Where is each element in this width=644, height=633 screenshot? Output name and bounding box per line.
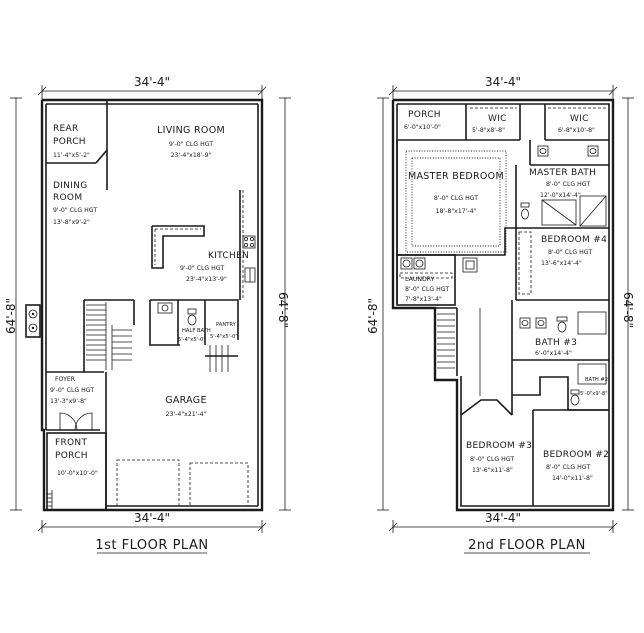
- rear-porch-size: 11'-4"x5'-2": [53, 152, 90, 159]
- laundry-size: 7'-8"x13'-4": [405, 296, 442, 303]
- first-floor-bottom-dimension: 34'-4": [37, 511, 267, 533]
- kitchen-island: [151, 225, 205, 269]
- garage-label: GARAGE: [165, 395, 207, 406]
- master-bedroom-size: 18'-8"x17'-4": [436, 208, 477, 215]
- rear-porch-label-1: REAR: [53, 124, 79, 134]
- second-floor-top-dimension: 34'-4": [388, 75, 618, 100]
- second-floor-bottom-dim-label: 34'-4": [485, 511, 521, 525]
- half-bath-label: HALF BATH: [182, 328, 211, 334]
- wic-left-size: 5'-8"x8'-8": [472, 127, 505, 134]
- first-floor-left-dimension: 64'-8": [4, 97, 22, 511]
- walk-in-closets: WIC 5'-8"x8'-8" WIC 6'-8"x10'-8": [466, 104, 609, 141]
- bath-3-area: BATH #3 6'-0"x14'-4": [511, 300, 609, 361]
- living-room-label: LIVING ROOM: [157, 125, 225, 136]
- kitchen-size: 23'-4"x13'-9": [186, 276, 227, 283]
- living-room-size: 23'-4"x18'-9": [171, 152, 212, 159]
- first-floor-bottom-dim-label: 34'-4": [134, 511, 170, 525]
- bedroom-3-ceiling: 8'-0" CLG HGT: [470, 456, 514, 463]
- foyer-label: FOYER: [55, 376, 76, 383]
- master-bath-label: MASTER BATH: [529, 168, 596, 178]
- bedroom-4-area: BEDROOM #4 8'-0" CLG HGT 13'-6"x14'-4": [515, 228, 609, 301]
- upper-porch-area: PORCH 6'-0"x10'-0": [397, 104, 467, 141]
- bath-2-size: 5'-0"x9'-8": [580, 391, 608, 397]
- pantry-size: 5'-4"x5'-0": [210, 334, 238, 340]
- second-floor-bottom-dimension: 34'-4": [388, 511, 618, 533]
- laundry-area: LAUNDRY 8'-0" CLG HGT 7'-8"x13'-4": [396, 254, 478, 306]
- laundry-label: LAUNDRY: [405, 276, 435, 283]
- first-floor-stairs: [83, 299, 135, 373]
- upper-porch-label: PORCH: [408, 110, 441, 120]
- front-porch-size: 10'-0"x10'-0": [57, 470, 98, 477]
- foyer-size: 13'-3"x9'-8": [50, 398, 87, 405]
- wic-left-label: WIC: [488, 114, 507, 124]
- bath-3-label: BATH #3: [535, 338, 577, 348]
- bath-2-label: BATH #2: [585, 377, 608, 383]
- first-floor-top-dim-label: 34'-4": [134, 75, 170, 89]
- rear-porch-label-2: PORCH: [53, 137, 86, 147]
- second-floor-right-dimension: 64'-8": [621, 97, 635, 511]
- first-floor-right-dimension: 64'-8": [276, 97, 291, 511]
- second-floor-left-dim-label: 64'-8": [366, 298, 380, 334]
- bedroom-4-label: BEDROOM #4: [541, 235, 607, 245]
- upper-porch-size: 6'-0"x10'-0": [404, 124, 441, 131]
- rear-porch-area: REAR PORCH 11'-4"x5'-2": [46, 124, 108, 164]
- front-porch-area: FRONT PORCH 10'-0"x10'-0": [46, 432, 107, 511]
- master-bedroom-area: MASTER BEDROOM 8'-0" CLG HGT 18'-8"x17'-…: [396, 140, 517, 256]
- front-porch-label-2: PORCH: [55, 451, 88, 461]
- kitchen-label: KITCHEN: [208, 251, 249, 261]
- first-floor-left-dim-label: 64'-8": [4, 298, 18, 334]
- bath-2-area: BATH #2 5'-0"x9'-8": [511, 360, 609, 411]
- bedroom-2-label: BEDROOM #2: [543, 450, 609, 460]
- kitchen-counter: [239, 190, 256, 300]
- bedroom-3-area: BEDROOM #3 8'-0" CLG HGT 13'-6"x11'-8": [460, 395, 534, 506]
- garage-size: 23'-4"x21'-4": [166, 411, 207, 418]
- master-bath-ceiling: 8'-0" CLG HGT: [546, 181, 590, 188]
- garage-doors: [106, 459, 258, 507]
- dining-room-label-2: ROOM: [53, 193, 82, 203]
- foyer-ceiling: 9'-0" CLG HGT: [50, 387, 94, 394]
- master-bath-area: MASTER BATH 8'-0" CLG HGT 12'-0"x14'-4": [516, 168, 609, 229]
- laundry-ceiling: 8'-0" CLG HGT: [405, 286, 449, 293]
- wic-right-size: 6'-8"x10'-8": [558, 127, 595, 134]
- bedroom-3-label: BEDROOM #3: [466, 441, 532, 451]
- second-floor-right-dim-label: 64'-8": [621, 292, 635, 328]
- first-floor-plan: 34'-4" 34'-4" 64'-8" 64'-8": [4, 75, 291, 554]
- bedroom-2-size: 14'-0"x11'-8": [552, 475, 593, 482]
- first-floor-top-dimension: 34'-4": [37, 75, 267, 100]
- half-bath-block: HALF BATH PANTRY 5'-4"x5'-0" 5'-4"x5'-0": [149, 299, 239, 346]
- master-bedroom-ceiling: 8'-0" CLG HGT: [434, 195, 478, 202]
- first-floor-exterior-walls: [40, 98, 264, 512]
- master-bath-vanity: [529, 140, 609, 166]
- entry-double-door: [46, 412, 100, 431]
- dining-room-label-1: DINING: [53, 181, 87, 191]
- first-floor-title: 1st FLOOR PLAN: [95, 538, 208, 553]
- bedroom-4-ceiling: 8'-0" CLG HGT: [548, 249, 592, 256]
- second-floor-plan: 34'-4" 34'-4" 64'-8" 64'-8": [366, 75, 635, 554]
- under-stair-size: 5'-4"x5'-0": [178, 337, 206, 343]
- master-bath-size: 12'-0"x14'-4": [540, 192, 581, 199]
- kitchen-ceiling: 9'-0" CLG HGT: [180, 265, 224, 272]
- second-floor-left-dimension: 64'-8": [366, 97, 389, 511]
- front-porch-label-1: FRONT: [55, 438, 87, 448]
- second-floor-stairs: [435, 307, 481, 396]
- bedroom-2-ceiling: 8'-0" CLG HGT: [546, 464, 590, 471]
- dining-room-ceiling: 9'-0" CLG HGT: [53, 207, 97, 214]
- bedroom-2-area: BEDROOM #2 8'-0" CLG HGT 14'-0"x11'-8": [533, 409, 609, 482]
- second-floor-top-dim-label: 34'-4": [485, 75, 521, 89]
- first-floor-right-dim-label: 64'-8": [276, 292, 290, 328]
- wic-right-label: WIC: [570, 114, 589, 124]
- second-floor-title: 2nd FLOOR PLAN: [468, 538, 586, 553]
- bedroom-4-size: 13'-6"x14'-4": [541, 260, 582, 267]
- pantry-label: PANTRY: [216, 322, 237, 328]
- utility-meters-icon: [25, 304, 41, 338]
- bedroom-3-size: 13'-6"x11'-8": [472, 467, 513, 474]
- dining-room-size: 13'-8"x9'-2": [53, 219, 90, 226]
- living-room-ceiling: 9'-0" CLG HGT: [169, 141, 213, 148]
- bath-3-size: 6'-0"x14'-4": [535, 350, 572, 357]
- master-bedroom-label: MASTER BEDROOM: [408, 171, 504, 182]
- garage-entry-door: [205, 345, 238, 372]
